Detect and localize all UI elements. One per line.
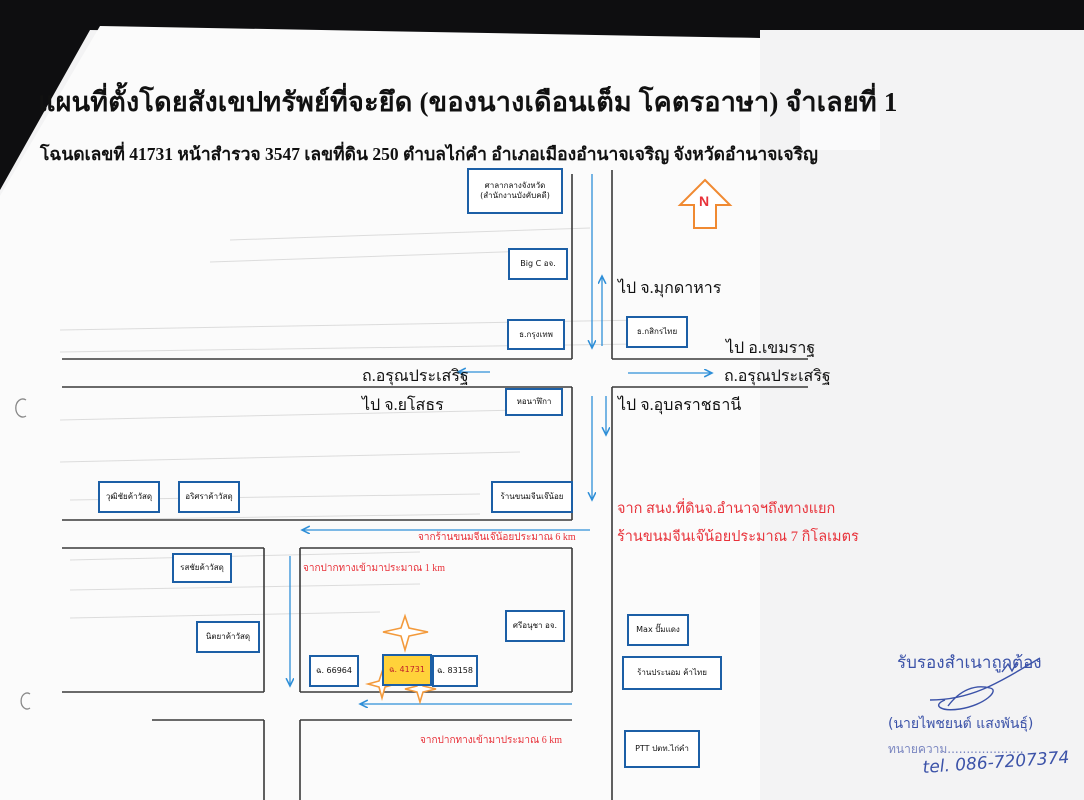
max-gas-station-box: Max ปั๊มแดง: [627, 614, 689, 646]
rotchai-shop-box: รสชัยค้าวัสดุ: [172, 553, 232, 583]
arisara-shop-box: อริศราค้าวัสดุ: [178, 481, 240, 513]
distance-note-line1: จาก สนง.ที่ดินจ.อำนาจฯถึงทางแยก: [617, 501, 836, 517]
nittaya-shop-box: นิตยาค้าวัสดุ: [196, 621, 260, 653]
srianucha-box: ศรีอนุชา อจ.: [505, 610, 565, 642]
khanom-jeen-shop-box: ร้านขนมจีนเจ๊น้อย: [491, 481, 573, 513]
road-lines: [62, 170, 808, 800]
north-label: N: [699, 193, 710, 209]
distance-note-line2: ร้านขนมจีนเจ๊น้อยประมาณ 7 กิโลเมตร: [617, 529, 859, 545]
deed-subtitle: โฉนดเลขที่ 41731 หน้าสำรวจ 3547 เลขที่ดิ…: [40, 144, 818, 164]
direction-arrows: [290, 174, 712, 704]
lawyer-role: ทนายความ....................: [888, 742, 1024, 756]
city-hall-box: ศาลากลางจังหวัด (สำนักงานบังคับคดี): [467, 168, 563, 214]
from-khanom-distance: จากร้านขนมจีนเจ๊น้อยประมาณ 6 km: [418, 532, 576, 543]
ptt-station-box: PTT ปตท.ไก่คำ: [624, 730, 700, 768]
arun-road-left-label: ถ.อรุณประเสริฐ: [362, 368, 469, 385]
to-ubon-label: ไป จ.อุบลราชธานี: [618, 397, 742, 414]
target-plot-41731: ฉ. 41731: [382, 654, 432, 686]
entrance-6km-label: จากปากทางเข้ามาประมาณ 6 km: [420, 735, 563, 746]
certified-copy-text: รับรองสำเนาถูกต้อง: [897, 653, 1042, 673]
bangkok-bank-box: ธ.กรุงเทพ: [507, 319, 565, 350]
punch-mark-2: [20, 692, 31, 710]
page-title: แผนที่ตั้งโดยสังเขปทรัพย์ที่จะยึด (ของนา…: [38, 87, 898, 117]
north-arrow-icon: [677, 178, 733, 229]
entrance-1km-label: จากปากทางเข้ามาประมาณ 1 km: [303, 563, 446, 574]
paper-back: [760, 30, 1084, 800]
wutthichai-shop-box: วุฒิชัยค้าวัสดุ: [98, 481, 160, 513]
lawyer-name: (นายไพชยนต์ แสงพันธุ์): [888, 716, 1034, 732]
to-mukdahan-label: ไป จ.มุกดาหาร: [618, 280, 722, 297]
court-office-label: (สำนักงานบังคับคดี): [480, 191, 550, 200]
to-khemmarat-label: ไป อ.เขมราฐ: [726, 340, 816, 357]
plot-66964-box: ฉ. 66964: [309, 655, 359, 687]
arun-road-right-label: ถ.อรุณประเสริฐ: [724, 368, 831, 385]
kasikorn-bank-box: ธ.กสิกรไทย: [626, 316, 688, 348]
to-yasothon-label: ไป จ.ยโสธร: [362, 397, 444, 414]
plot-83158-box: ฉ. 83158: [432, 655, 478, 687]
city-hall-label: ศาลากลางจังหวัด: [484, 181, 546, 191]
signature-mark: [929, 657, 1041, 711]
clock-tower-box: หอนาฬิกา: [505, 388, 563, 416]
bigc-box: Big C อจ.: [508, 248, 568, 280]
scan-shadow: [0, 0, 1084, 190]
punch-mark: [15, 398, 27, 418]
pranom-shop-box: ร้านประนอม ค้าไทย: [622, 656, 722, 690]
